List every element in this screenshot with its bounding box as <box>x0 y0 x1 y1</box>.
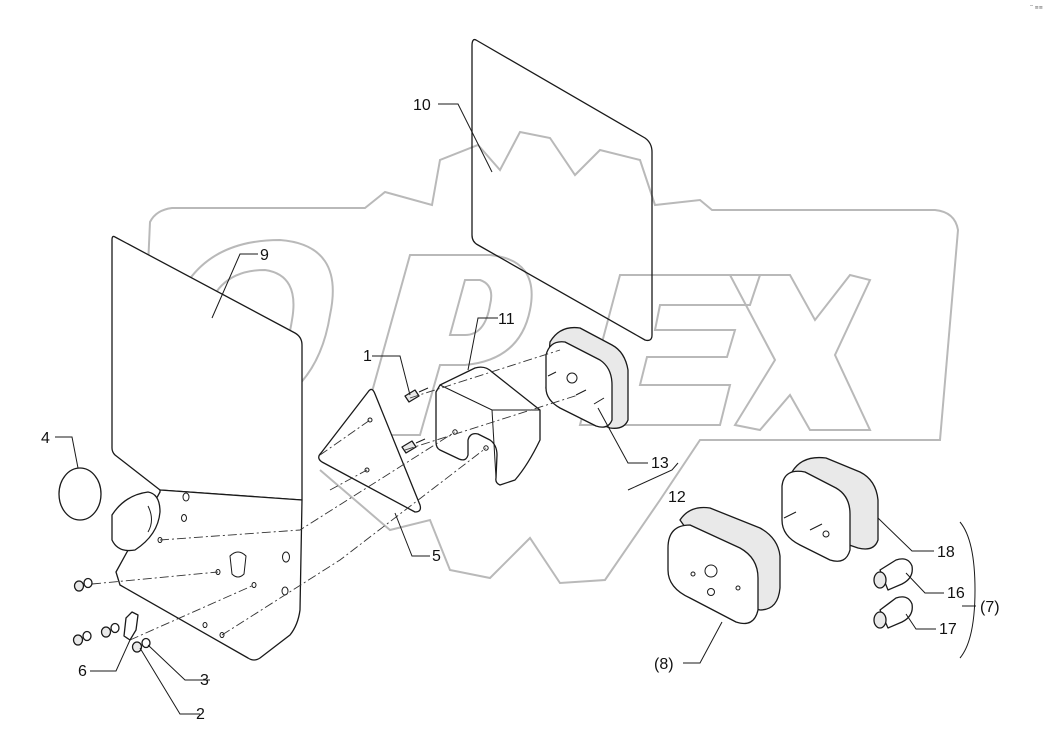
callout-labels: 1 2 3 4 5 6 (7) (8) 9 10 11 12 13 16 17 … <box>41 97 1000 723</box>
callout-9: 9 <box>260 247 269 264</box>
callout-3: 3 <box>200 672 209 689</box>
part-10-panel <box>471 38 653 342</box>
assembly-lines <box>91 349 579 641</box>
leader-lines <box>55 103 976 715</box>
part-17-bulb <box>873 596 913 629</box>
callout-16: 16 <box>947 585 965 602</box>
watermark-letter-x <box>728 273 872 432</box>
watermark-letter-p <box>358 254 533 436</box>
plate-upper-flap <box>111 235 303 501</box>
callout-1: 1 <box>363 348 372 365</box>
corner-mark: ′″ ≡≡ <box>1030 5 1043 11</box>
watermark-logo <box>139 130 960 585</box>
callout-6: 6 <box>78 663 87 680</box>
part-18-lamp-body <box>781 456 879 562</box>
callout-7: (7) <box>980 599 1000 616</box>
part-4-round-reflector <box>58 467 102 521</box>
callout-11: 11 <box>498 311 515 328</box>
part-16-bulb <box>873 558 913 591</box>
callout-5: 5 <box>432 548 441 565</box>
part-6-clip <box>123 611 139 641</box>
callout-2: 2 <box>196 706 205 723</box>
part-11-bracket <box>435 366 541 486</box>
part-13-rear-lamp <box>545 326 629 429</box>
part-8-lamp-housing <box>667 506 781 625</box>
callout-17: 17 <box>939 621 957 638</box>
watermark-letter-e <box>578 274 762 426</box>
group-bracket-7 <box>959 521 976 659</box>
callout-12: 12 <box>668 489 686 506</box>
callout-4: 4 <box>41 430 50 447</box>
plate-lower-body <box>115 489 303 661</box>
callout-10: 10 <box>413 97 431 114</box>
plate-slot <box>229 551 247 578</box>
watermark-gear-outline <box>139 130 960 585</box>
callout-8: (8) <box>654 656 674 673</box>
part-5-triangle-reflector <box>318 388 422 513</box>
part-2-3-nuts-washers <box>72 577 151 653</box>
callout-13: 13 <box>651 455 669 472</box>
callout-18: 18 <box>937 544 955 561</box>
part-9-mounting-plate <box>111 235 303 661</box>
